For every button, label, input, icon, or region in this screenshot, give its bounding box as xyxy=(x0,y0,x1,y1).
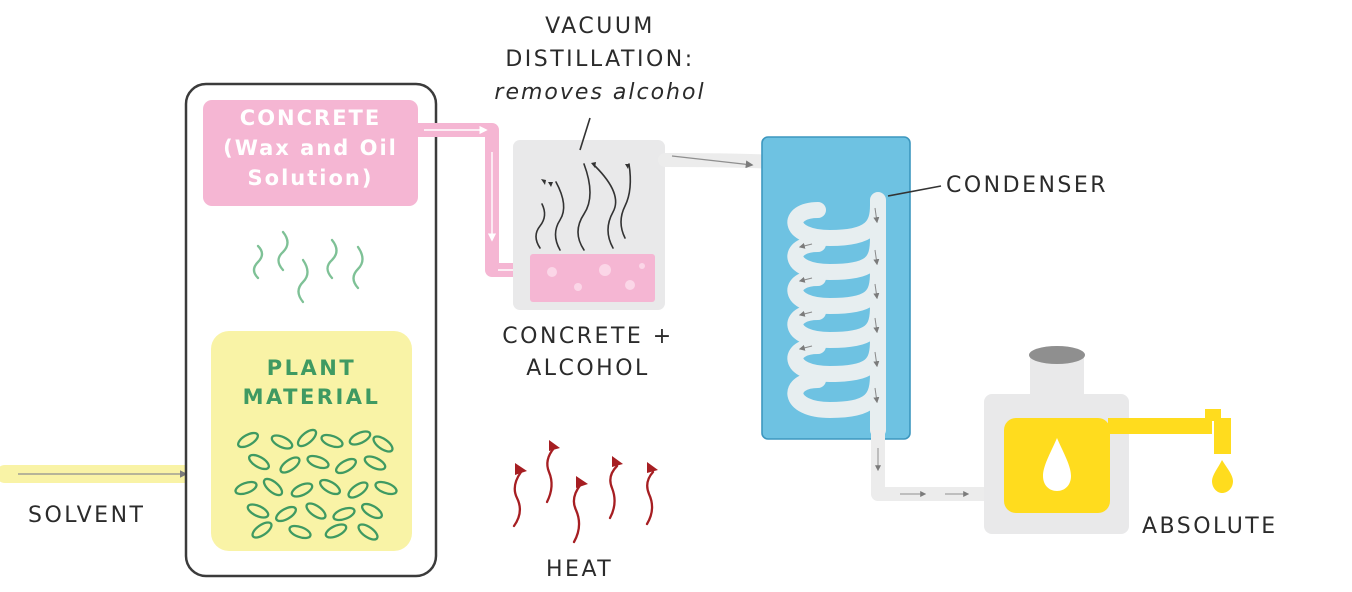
flow-arrow-icon xyxy=(798,310,813,317)
condenser-label: CONDENSER xyxy=(946,173,1109,198)
vacuum-line3: removes alcohol xyxy=(494,80,706,105)
plant-material-label: PLANT MATERIAL xyxy=(211,354,412,412)
heat-arrow-icon xyxy=(572,482,583,544)
outlet-pipe xyxy=(871,430,992,501)
vacuum-leader-line xyxy=(579,117,591,151)
heat-arrows xyxy=(512,446,655,544)
leaf-icon xyxy=(279,456,301,474)
vacuum-line2: DISTILLATION: xyxy=(505,47,695,72)
leaf-icon xyxy=(320,433,344,449)
leaf-icon xyxy=(332,506,356,522)
flow-arrow-icon xyxy=(873,387,880,404)
flow-arrow-icon xyxy=(873,207,880,224)
concrete-alcohol-liquid xyxy=(530,254,655,302)
flow-arrow-icon xyxy=(798,276,813,283)
leaf-icon xyxy=(357,523,379,541)
leaf-icon xyxy=(374,480,398,496)
heat-arrow-icon xyxy=(608,464,619,520)
flow-arrow-icon xyxy=(873,283,880,300)
concrete-box-line1: CONCRETE xyxy=(239,106,382,130)
leaf-icon xyxy=(372,435,394,453)
concrete-alcohol-label: CONCRETE + ALCOHOL xyxy=(478,321,698,385)
vapor-wave-icon xyxy=(252,244,264,280)
flow-arrow-icon xyxy=(798,242,813,249)
leaf-icons xyxy=(234,428,398,541)
solvent-label: SOLVENT xyxy=(28,503,146,528)
leaf-icon xyxy=(234,480,258,496)
leaf-icon xyxy=(288,524,312,540)
concrete-box-line2: (Wax and Oil xyxy=(223,136,398,160)
concrete-box xyxy=(203,100,418,206)
leaf-icon xyxy=(324,523,348,539)
droplet-icon xyxy=(1043,438,1071,491)
vapor-waves-green xyxy=(252,230,364,304)
concrete-box-line3: Solution) xyxy=(247,166,374,190)
heat-arrow-icon xyxy=(545,446,556,504)
leaf-icon xyxy=(305,502,327,520)
plant-material-line1: PLANT xyxy=(266,356,357,380)
vacuum-distillation-label: VACUUM DISTILLATION: removes alcohol xyxy=(455,10,745,109)
flow-arrow-icon xyxy=(873,317,880,334)
concrete-box-label: CONCRETE (Wax and Oil Solution) xyxy=(203,103,418,193)
concrete-alcohol-line2: ALCOHOL xyxy=(526,356,650,381)
vapor-wave-icon xyxy=(535,203,546,249)
condenser xyxy=(761,136,911,440)
vapor-wave-icon xyxy=(297,258,309,304)
leaf-icon xyxy=(363,455,387,471)
vapor-wave-icon xyxy=(594,165,617,249)
leaf-icon xyxy=(319,478,341,496)
heat-arrow-icon xyxy=(512,470,523,528)
leaf-icon xyxy=(296,428,318,448)
heat-arrow-icon xyxy=(645,470,655,526)
flow-arrow-icon xyxy=(873,249,880,266)
vapor-wave-icon xyxy=(554,181,565,251)
leaf-icon xyxy=(270,434,294,450)
flow-arrow-icon xyxy=(798,344,813,351)
leaf-icon xyxy=(246,503,270,519)
plant-material-line2: MATERIAL xyxy=(242,385,381,409)
leaf-icon xyxy=(348,430,372,446)
droplet-icon xyxy=(1212,460,1233,493)
heat-label: HEAT xyxy=(546,557,614,582)
coil-flow-arrows xyxy=(798,207,880,404)
leaf-icon xyxy=(290,482,314,498)
concrete-alcohol-line1: CONCRETE + xyxy=(502,324,674,349)
leaf-icon xyxy=(262,477,284,497)
liquid-bubbles xyxy=(547,263,645,291)
leaf-icon xyxy=(237,431,259,449)
vapor-wave-icon xyxy=(352,245,364,290)
leaf-icon xyxy=(275,505,297,523)
absolute-label: ABSOLUTE xyxy=(1142,514,1278,539)
leaf-icon xyxy=(335,457,357,475)
vapor-wave-icon xyxy=(277,230,289,272)
vapor-wave-icon xyxy=(577,163,591,251)
leaf-icon xyxy=(248,453,270,471)
vapor-waves-flask xyxy=(535,163,632,251)
leaf-icon xyxy=(251,521,273,539)
condenser-leader-line xyxy=(887,185,942,197)
leaf-icon xyxy=(361,502,383,520)
vacuum-line1: VACUUM xyxy=(545,14,655,39)
collection-vessel-cap xyxy=(1029,346,1085,364)
vapor-wave-icon xyxy=(326,238,338,280)
leaf-icon xyxy=(347,481,369,499)
flow-arrow-icon xyxy=(873,351,880,368)
absolute-tap xyxy=(1108,409,1231,454)
leaf-icon xyxy=(306,454,330,470)
vapor-wave-icon xyxy=(620,163,632,239)
liquid-surface xyxy=(530,254,655,258)
